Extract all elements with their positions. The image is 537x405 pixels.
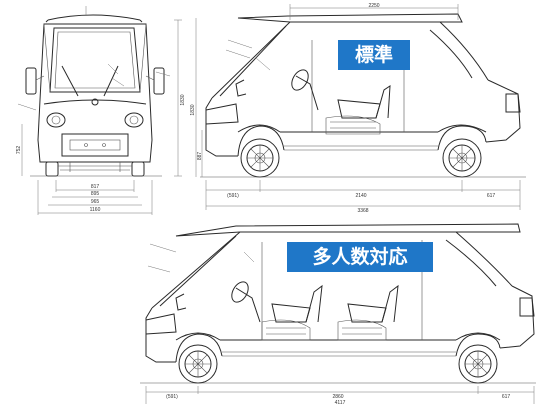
standard-top-dim: 2250 (368, 3, 379, 9)
standard-rear-overhang: 617 (487, 193, 496, 199)
standard-side-view-drawing: 2250 (591) 2140 617 3368 1830 887 (190, 3, 526, 214)
front-width-dim-3: 965 (91, 199, 100, 205)
front-width-dim-4: 1160 (90, 207, 101, 213)
front-view-drawing: 817 895 965 1160 1830 752 (16, 6, 186, 215)
multi-rear-overhang: 617 (502, 394, 511, 400)
standard-front-overhang: (591) (227, 193, 239, 199)
standard-height-dim: 1830 (190, 104, 196, 115)
standard-overall-length: 3368 (357, 208, 368, 214)
multi-wheelbase: 2860 (332, 394, 343, 400)
standard-badge: 標準 (338, 40, 410, 70)
multi-overall-length: 4117 (335, 400, 346, 405)
multi-side-view-drawing: (591) 2860 617 4117 (140, 223, 536, 405)
front-width-dim-2: 895 (91, 191, 100, 197)
standard-wheelbase: 2140 (355, 193, 366, 199)
front-side-dim: 752 (16, 146, 22, 155)
multi-front-overhang: (591) (166, 394, 178, 400)
front-width-dim-1: 817 (91, 184, 100, 190)
multi-seat-badge: 多人数対応 (287, 242, 433, 272)
front-height-dim: 1830 (180, 94, 186, 105)
standard-floor-dim: 887 (197, 152, 203, 161)
